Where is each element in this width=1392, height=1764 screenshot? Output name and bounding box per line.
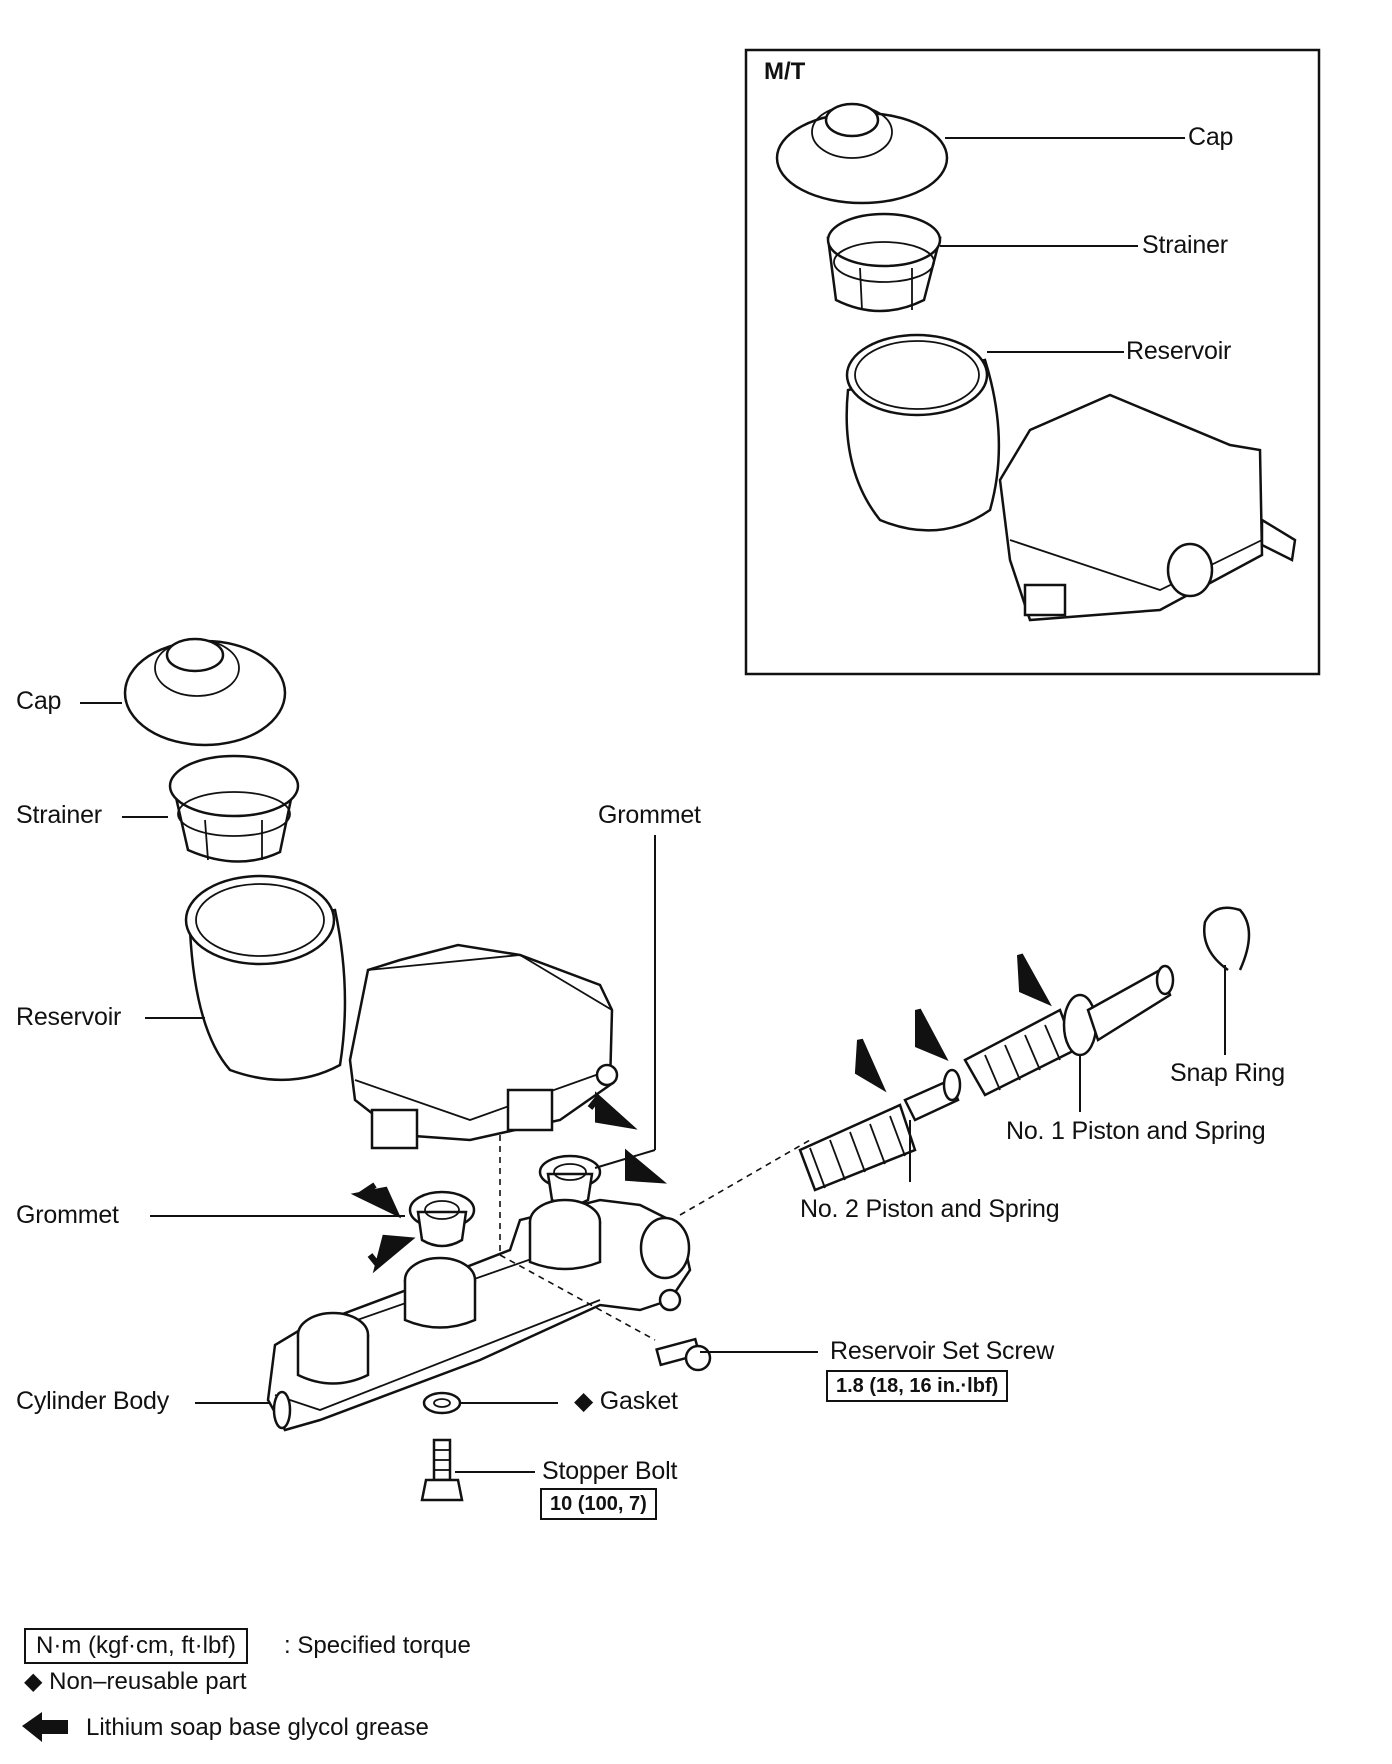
grommet-top-label: Grommet [598,801,701,829]
no1-piston-label: No. 1 Piston and Spring [1006,1117,1266,1145]
main-no1-piston-spring [963,964,1175,1097]
inset-title: M/T [764,58,806,85]
main-grommet-lower [408,1190,476,1248]
inset-cap [775,102,949,205]
main-reservoir-set-screw [655,1337,712,1372]
main-cap [123,637,287,747]
reservoir-set-screw-torque: 1.8 (18, 16 in.·lbf) [826,1370,1009,1402]
inset-cap-label: Cap [1188,123,1234,151]
main-strainer [168,754,300,863]
cylinder-body-label: Cylinder Body [16,1387,170,1415]
reservoir-label: Reservoir [16,1003,122,1031]
strainer-label: Strainer [16,801,102,829]
legend-torque-desc: : Specified torque [284,1632,471,1659]
stopper-bolt-label: Stopper Bolt [542,1457,678,1485]
no2-piston-label: No. 2 Piston and Spring [800,1195,1060,1223]
inset-frame [744,48,1321,676]
grommet-left-label: Grommet [16,1201,119,1229]
inset-strainer [826,212,942,313]
main-reservoir [184,874,619,1150]
legend-torque-unit: N·m (kgf·cm, ft·lbf) [24,1628,248,1664]
inset-strainer-label: Strainer [1142,231,1228,259]
grease-arrow-icons [350,953,1052,1274]
legend-grease: Lithium soap base glycol grease [86,1714,429,1741]
main-no2-piston-spring [798,1068,962,1192]
legend-arrow-icon [22,1712,68,1742]
inset-reservoir-label: Reservoir [1126,337,1232,365]
main-grommet-upper [538,1154,602,1207]
main-gasket [422,1391,462,1415]
reservoir-set-screw-label: Reservoir Set Screw [830,1337,1055,1365]
main-cylinder-body [266,1198,692,1432]
snap-ring-label: Snap Ring [1170,1059,1285,1087]
legend-non-reusable: ◆ Non–reusable part [24,1668,247,1695]
stopper-bolt-torque: 10 (100, 7) [540,1488,657,1520]
cap-label: Cap [16,687,62,715]
inset-reservoir [845,333,1297,622]
main-snap-ring [1203,906,1251,972]
main-stopper-bolt [420,1438,464,1502]
gasket-label: ◆ Gasket [574,1387,678,1415]
